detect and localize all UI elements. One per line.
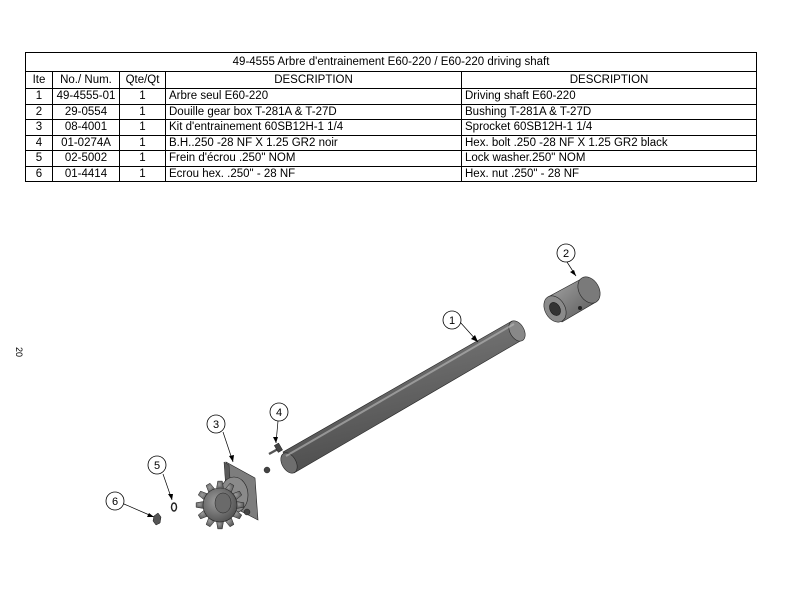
header-description-fr: DESCRIPTION — [165, 71, 462, 89]
lock-washer — [170, 502, 178, 512]
balloon-2-label: 2 — [563, 248, 569, 260]
cell-description-fr: Ecrou hex. .250" - 28 NF — [165, 165, 462, 182]
balloon-6-label: 6 — [112, 496, 118, 508]
balloon-4-label: 4 — [276, 407, 282, 419]
balloon-5-label: 5 — [154, 460, 160, 472]
cell-number: 29-0554 — [52, 103, 120, 120]
header-qty: Qte/Qt — [119, 71, 166, 89]
cell-qty: 1 — [119, 165, 166, 182]
cell-description-fr: Frein d'écrou .250" NOM — [165, 150, 462, 167]
cell-number: 01-4414 — [52, 165, 120, 182]
cell-description-en: Hex. bolt .250 -28 NF X 1.25 GR2 black — [460, 134, 758, 151]
cell-description-en: Hex. nut .250" - 28 NF — [460, 165, 758, 182]
parts-table: 49-4555 Arbre d'entrainement E60-220 / E… — [24, 52, 758, 182]
hex-bolt — [268, 442, 283, 456]
table-header-row: Ite No./ Num. Qte/Qt DESCRIPTION DESCRIP… — [25, 71, 758, 89]
cell-number: 08-4001 — [52, 119, 120, 136]
cell-description-en: Lock washer.250" NOM — [460, 150, 758, 167]
balloon-3: 3 — [206, 414, 226, 434]
balloon-5: 5 — [147, 455, 167, 475]
sprocket — [195, 461, 271, 530]
hex-nut — [152, 512, 162, 526]
balloon-3-label: 3 — [213, 419, 219, 431]
leader-arrows — [147, 270, 576, 517]
cell-description-fr: Kit d'entrainement 60SB12H-1 1/4 — [165, 119, 462, 136]
leader-lines — [123, 261, 577, 518]
balloon-2: 2 — [556, 243, 576, 263]
driving-shaft — [280, 320, 526, 474]
header-description-en: DESCRIPTION — [460, 71, 758, 89]
header-number: No./ Num. — [52, 71, 120, 89]
bushing — [543, 276, 601, 323]
cell-description-fr: Douille gear box T-281A & T-27D — [165, 103, 462, 120]
cell-number: 02-5002 — [52, 150, 120, 167]
balloon-1-label: 1 — [449, 315, 455, 327]
balloon-6: 6 — [105, 491, 125, 511]
balloon-4: 4 — [269, 402, 289, 422]
cell-number: 01-0274A — [52, 134, 120, 151]
balloon-1: 1 — [442, 310, 462, 330]
